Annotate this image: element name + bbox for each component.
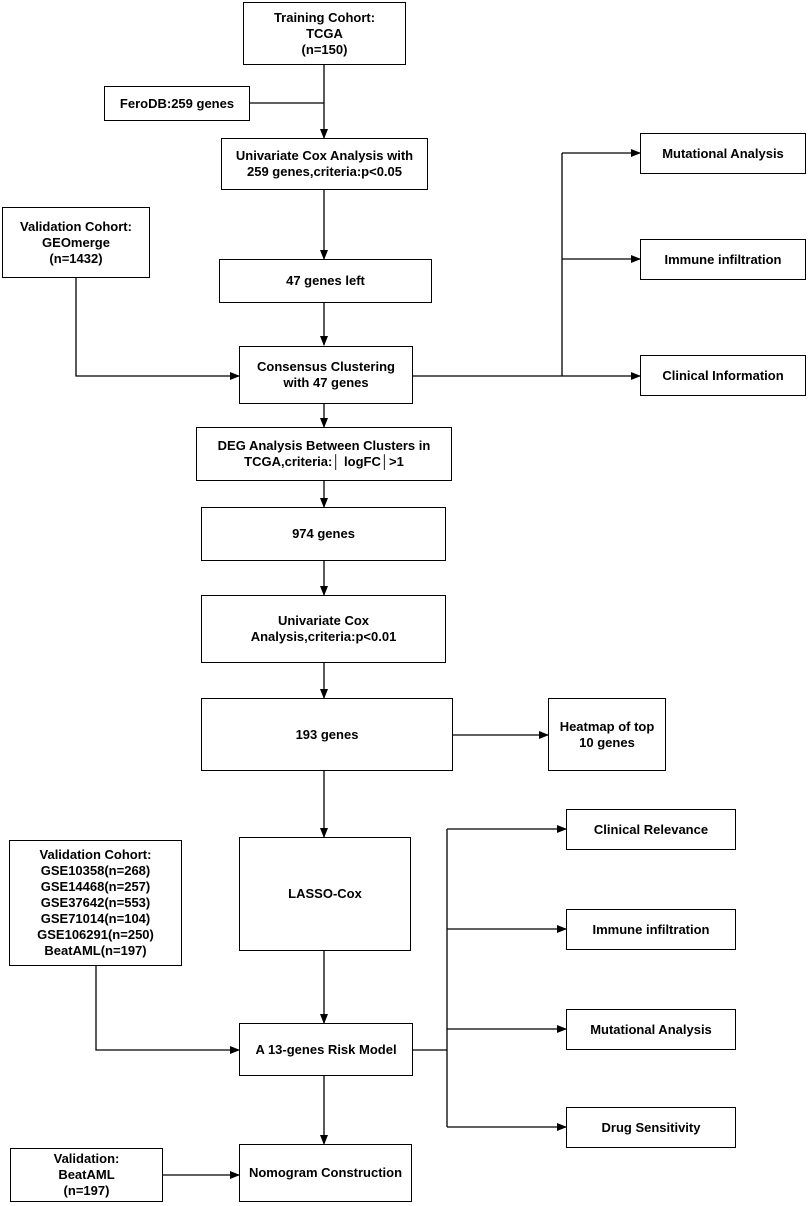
box-text-line: Univariate Cox xyxy=(277,613,370,628)
immune1-text: Immune infiltration xyxy=(665,252,782,268)
box-text-line: Consensus Clustering xyxy=(257,359,395,374)
box-text-line: TCGA,criteria:│ logFC│>1 xyxy=(244,454,404,469)
arrow-validation-gse-to-riskmodel xyxy=(95,966,240,1054)
nomogram-text: Nomogram Construction xyxy=(249,1165,402,1181)
box-ferodb: FeroDB:259 genes xyxy=(104,86,250,121)
box-nomogram: Nomogram Construction xyxy=(239,1144,412,1202)
box-text-line: FeroDB:259 genes xyxy=(119,95,235,111)
mut1-text: Mutational Analysis xyxy=(662,146,784,162)
box-text-line: GSE14468(n=257) xyxy=(40,879,151,894)
box-risk-model: A 13-genes Risk Model xyxy=(239,1023,413,1076)
box-text-line: Training Cohort: xyxy=(273,9,376,25)
box-text-line: TCGA xyxy=(306,25,343,41)
box-text-line: Nomogram Construction xyxy=(248,1165,403,1180)
box-text-line: Mutational Analysis xyxy=(662,145,784,161)
box-text-line: Immune infiltration xyxy=(592,921,710,937)
box-text-line: (n=1432) xyxy=(49,250,103,266)
box-text-line: GSE37642(n=553) xyxy=(40,895,151,910)
box-validation-geomerge: Validation Cohort:GEOmerge(n=1432) xyxy=(2,207,150,278)
validation2-text: Validation Cohort:GSE10358(n=268)GSE1446… xyxy=(37,847,154,959)
clinical1-text: Clinical Information xyxy=(662,368,783,384)
box-lasso-cox: LASSO-Cox xyxy=(239,837,411,951)
clinical2-text: Clinical Relevance xyxy=(594,822,708,838)
drug-text: Drug Sensitivity xyxy=(602,1120,701,1136)
box-text-line: 193 genes xyxy=(295,726,359,742)
box-text-line: A 13-genes Risk Model xyxy=(255,1041,397,1057)
box-text-line: (n=150) xyxy=(301,41,348,57)
box-193-genes: 193 genes xyxy=(201,698,453,771)
box-47-genes: 47 genes left xyxy=(219,259,432,303)
box-mutational-analysis-1: Mutational Analysis xyxy=(640,133,806,174)
box-text-line: 974 genes xyxy=(292,526,355,541)
box-text-line: Clinical Relevance xyxy=(593,821,709,837)
box-text-line: Univariate Cox Analysis with xyxy=(235,148,414,163)
box-text-line: GEOmerge xyxy=(42,234,110,250)
box-text-line: Validation Cohort: xyxy=(20,218,132,234)
validation1-text: Validation Cohort:GEOmerge(n=1432) xyxy=(20,219,132,267)
box-text-line: LASSO-Cox xyxy=(288,886,362,901)
ferodb-text: FeroDB:259 genes xyxy=(120,96,234,112)
box-immune-infiltration-1: Immune infiltration xyxy=(640,239,806,280)
lasso-text: LASSO-Cox xyxy=(288,886,362,902)
box-drug-sensitivity: Drug Sensitivity xyxy=(566,1107,736,1148)
box-text-line: Analysis,criteria:p<0.01 xyxy=(250,629,397,644)
box-mutational-analysis-2: Mutational Analysis xyxy=(566,1009,736,1050)
box-text-line: Immune infiltration xyxy=(664,251,782,267)
genes193-text: 193 genes xyxy=(296,727,359,743)
box-text-line: BeatAML(n=197) xyxy=(44,943,147,958)
arrow-validation-geomerge-to-consensus xyxy=(75,278,240,380)
box-text-line: Drug Sensitivity xyxy=(601,1119,701,1135)
riskmodel-text: A 13-genes Risk Model xyxy=(255,1042,396,1058)
training-text: Training Cohort:TCGA(n=150) xyxy=(274,10,375,58)
box-text-line: 47 genes left xyxy=(286,273,365,288)
validation3-text: Validation:BeatAML(n=197) xyxy=(54,1151,120,1199)
box-training-cohort: Training Cohort:TCGA(n=150) xyxy=(243,2,406,65)
box-text-line: Validation Cohort: xyxy=(39,847,152,862)
box-text-line: GSE10358(n=268) xyxy=(40,863,151,878)
box-text-line: with 47 genes xyxy=(283,375,369,390)
mut2-text: Mutational Analysis xyxy=(590,1022,712,1038)
box-validation-gse: Validation Cohort:GSE10358(n=268)GSE1446… xyxy=(9,840,182,966)
genes47-text: 47 genes left xyxy=(286,273,365,289)
box-text-line: GSE71014(n=104) xyxy=(40,911,151,926)
box-text-line: 10 genes xyxy=(579,734,635,750)
box-text-line: BeatAML xyxy=(58,1167,115,1182)
box-text-line: 259 genes,criteria:p<0.05 xyxy=(246,164,402,179)
box-clinical-relevance: Clinical Relevance xyxy=(566,809,736,850)
box-text-line: Validation: xyxy=(53,1151,120,1166)
box-text-line: GSE106291(n=250) xyxy=(37,927,154,942)
box-text-line: DEG Analysis Between Clusters in xyxy=(217,438,431,453)
immune2-text: Immune infiltration xyxy=(593,922,710,938)
box-text-line: Clinical Information xyxy=(662,367,784,383)
genes974-text: 974 genes xyxy=(292,526,355,542)
box-validation-beataml: Validation:BeatAML(n=197) xyxy=(10,1148,163,1202)
box-clinical-information: Clinical Information xyxy=(640,355,806,396)
box-text-line: Heatmap of top xyxy=(559,718,655,734)
box-immune-infiltration-2: Immune infiltration xyxy=(566,909,736,950)
box-text-line: (n=197) xyxy=(63,1183,110,1198)
box-text-line: Mutational Analysis xyxy=(590,1021,712,1037)
box-974-genes: 974 genes xyxy=(201,507,446,561)
